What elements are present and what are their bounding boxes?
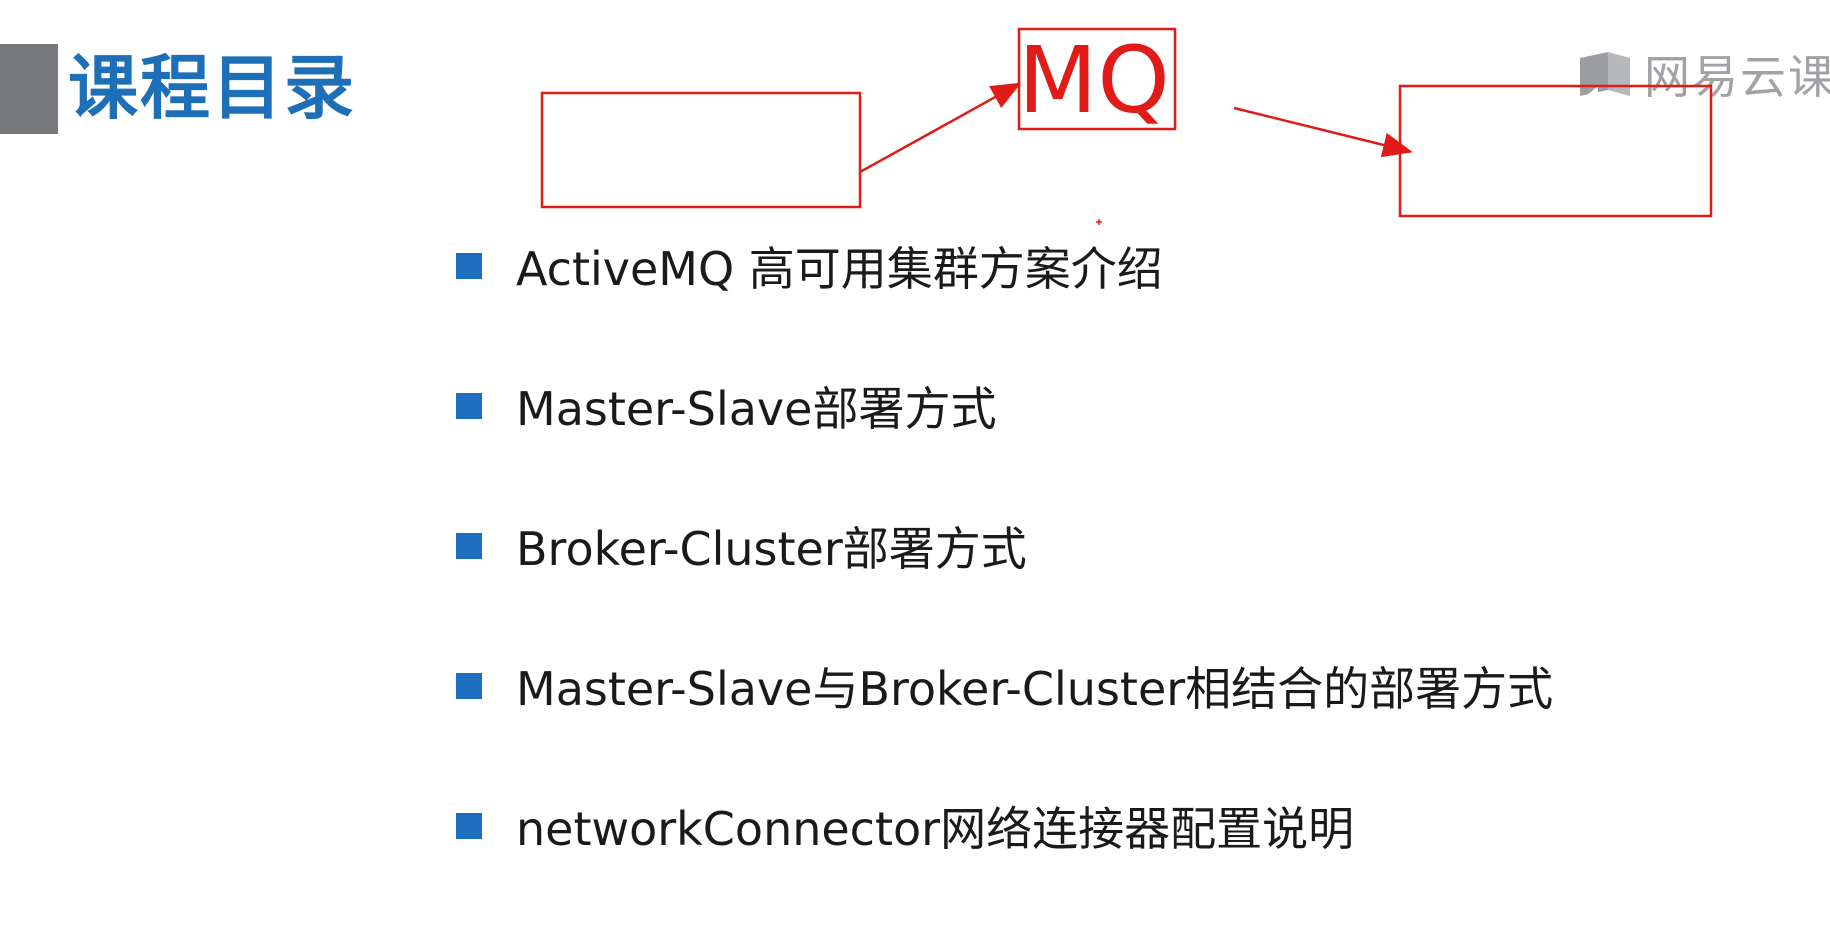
page-title: 课程目录 <box>68 47 356 129</box>
title-accent-bar <box>0 44 58 134</box>
list-item: Master-Slave与Broker-Cluster相结合的部署方式 <box>456 653 1553 719</box>
brand-name: 网易云课堂 <box>1644 50 1830 104</box>
list-item-label: Master-Slave部署方式 <box>516 382 997 436</box>
annotation-box-mq <box>1017 27 1177 131</box>
annotation-box-left <box>540 91 862 209</box>
annotation-arrow-left <box>859 82 1022 174</box>
list-item-label: Master-Slave与Broker-Cluster相结合的部署方式 <box>516 662 1554 716</box>
bullet-square <box>456 673 482 699</box>
bullet-square <box>456 533 482 559</box>
list-item-label: Broker-Cluster部署方式 <box>516 522 1027 576</box>
list-item-label: networkConnector网络连接器配置说明 <box>516 802 1355 856</box>
book-icon <box>1580 52 1630 96</box>
list-item: ActiveMQ 高可用集群方案介绍 <box>456 233 1163 299</box>
bullet-square <box>456 813 482 839</box>
cursor-crosshair <box>1096 219 1102 225</box>
annotation-arrow-right <box>1233 106 1413 158</box>
bullet-square <box>456 253 482 279</box>
list-item: networkConnector网络连接器配置说明 <box>456 793 1354 859</box>
bullet-square <box>456 393 482 419</box>
list-item-label: ActiveMQ 高可用集群方案介绍 <box>516 242 1163 296</box>
annotation-mq-label: MQ <box>1018 27 1170 134</box>
list-item: Master-Slave部署方式 <box>456 373 996 439</box>
brand-watermark: 网易云课堂 <box>1578 44 1830 104</box>
list-item: Broker-Cluster部署方式 <box>456 513 1027 579</box>
